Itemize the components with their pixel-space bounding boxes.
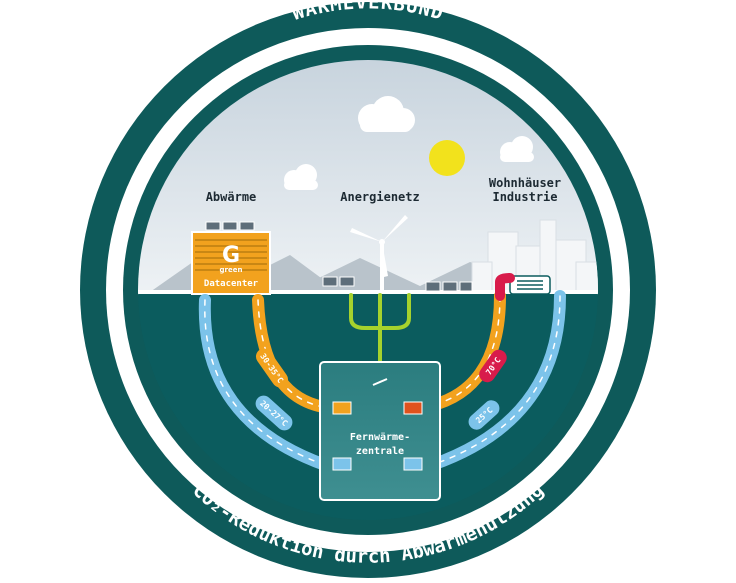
temp-pill-right-hot: 70°C xyxy=(479,349,507,383)
horizon xyxy=(138,290,598,294)
right-red-pipe xyxy=(495,273,515,301)
central-plant-label-line2: zentrale xyxy=(356,446,404,457)
datacenter-label: Datacenter xyxy=(204,279,259,289)
heat-exchanger-right-cold xyxy=(403,457,423,471)
heat-exchanger-unit-icon xyxy=(509,275,551,295)
datacenter-logo-text: green xyxy=(220,266,243,274)
datacenter-logo-icon: G xyxy=(222,243,240,268)
right-cold-flow xyxy=(431,295,561,466)
clouds xyxy=(284,96,534,190)
probe-connector xyxy=(372,378,388,386)
central-plant-label-line1: Fernwärme- xyxy=(350,432,410,443)
label-residential: Wohnhäuser xyxy=(489,176,561,190)
heat-exchanger-left-cold xyxy=(332,457,352,471)
cloud-icon xyxy=(500,136,534,162)
label-waste-heat: Abwärme xyxy=(206,190,257,204)
central-plant: Fernwärme- zentrale xyxy=(319,361,441,501)
ground-probes xyxy=(349,293,411,364)
roof-panels xyxy=(205,221,255,231)
heat-exchanger-right-hot xyxy=(403,401,423,415)
label-energy-grid: Anergienetz xyxy=(340,190,419,204)
wind-turbine-icon xyxy=(350,215,408,290)
cloud-icon xyxy=(284,164,318,190)
solar-panels-icon xyxy=(322,276,473,292)
heat-exchanger-left-hot xyxy=(332,401,352,415)
sun-icon xyxy=(429,140,465,176)
left-cold-flow xyxy=(204,299,326,466)
cloud-icon xyxy=(358,96,415,132)
label-industry: Industrie xyxy=(492,190,557,204)
datacenter-building: G green Datacenter xyxy=(191,231,271,295)
temp-pill-right-cold: 25°C xyxy=(468,400,500,430)
